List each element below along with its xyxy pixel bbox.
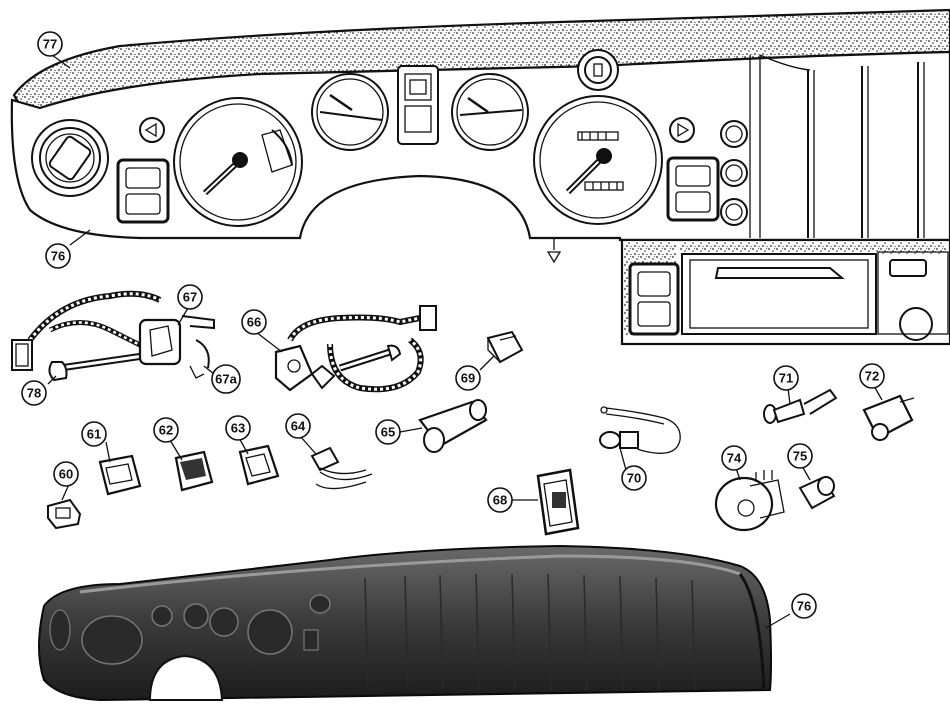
callout-label: 77 [43,37,57,52]
callout-circle [37,31,63,57]
callout-c61: 61 [81,421,107,447]
callout-circle [721,445,747,471]
part-69-switch [486,330,524,364]
callout-circle [177,284,203,310]
callout-circle [241,309,267,335]
callout-circle [621,465,647,491]
part-75-knob [798,476,836,510]
callouts: 77 76 67 66 67a 78 69 61 62 63 64 65 60 71 72 70 68 74 75 7… [21,31,885,619]
callout-circle [455,365,481,391]
part-70-lamp-harness [599,406,681,454]
callout-c77: 77 [37,31,63,57]
callout-circle [53,461,79,487]
callout-label: 72 [865,369,879,384]
speedometer [173,97,303,227]
callout-label: 67a [215,372,237,387]
callout-circle [211,364,241,394]
part-63-switch [238,444,280,486]
callout-label: 70 [627,471,641,486]
callout-circle [859,363,885,389]
callout-c71: 71 [773,365,799,391]
callout-label: 75 [793,449,807,464]
callout-label: 71 [779,371,793,386]
temperature-gauge [451,73,529,151]
callout-label: 78 [27,386,41,401]
callout-c72: 72 [859,363,885,389]
part-61-switch [98,454,142,496]
callout-label: 65 [381,425,395,440]
callout-c67: 67 [177,284,203,310]
callout-label: 63 [231,421,245,436]
part-74-rheostat [714,470,785,532]
callout-c68: 68 [487,487,513,513]
callout-c75: 75 [787,443,813,469]
part-65-door-switch [418,399,488,453]
callout-c69: 69 [455,365,481,391]
callout-circle [21,380,47,406]
callout-circle [787,443,813,469]
callout-circle [153,417,179,443]
callout-circle [81,421,107,447]
callout-c76a: 76 [45,243,71,269]
callout-label: 61 [87,427,101,442]
callout-label: 76 [797,599,811,614]
callout-c60: 60 [53,461,79,487]
callout-circle [773,365,799,391]
callout-label: 68 [493,493,507,508]
callout-c64: 64 [285,413,311,439]
indicator-switch-assembly [11,290,215,382]
callout-circle [791,593,817,619]
callout-label: 76 [51,249,65,264]
part-71-switch [763,388,838,424]
fuel-gauge [311,73,389,151]
callout-c65: 65 [375,419,401,445]
part-60-switch [47,498,82,530]
callout-label: 67 [183,290,197,305]
tachometer [533,95,663,225]
callout-c74: 74 [721,445,747,471]
callout-circle [375,419,401,445]
dash-crash-pad [38,544,772,702]
callout-c78: 78 [21,380,47,406]
part-72-switch [862,394,915,441]
leader-lines [47,54,883,629]
callout-c70: 70 [621,465,647,491]
part-62-switch [174,450,214,492]
callout-label: 62 [159,423,173,438]
callout-circle [225,415,251,441]
callout-label: 69 [461,371,475,386]
callout-c62: 62 [153,417,179,443]
dashboard-fascia [10,8,950,264]
callout-label: 74 [727,451,742,466]
callout-c67a: 67a [211,364,241,394]
callout-label: 64 [291,419,306,434]
glovebox-panel [620,238,950,346]
heater-control-knob [31,119,109,197]
callout-label: 66 [247,315,261,330]
part-68-switch [536,468,580,536]
callout-c63: 63 [225,415,251,441]
callout-circle [285,413,311,439]
callout-c76b: 76 [791,593,817,619]
wiper-switch-assembly [274,305,437,393]
callout-circle [487,487,513,513]
callout-circle [45,243,71,269]
part-64-switch [310,446,373,490]
callout-c66: 66 [241,309,267,335]
callout-label: 60 [59,467,73,482]
